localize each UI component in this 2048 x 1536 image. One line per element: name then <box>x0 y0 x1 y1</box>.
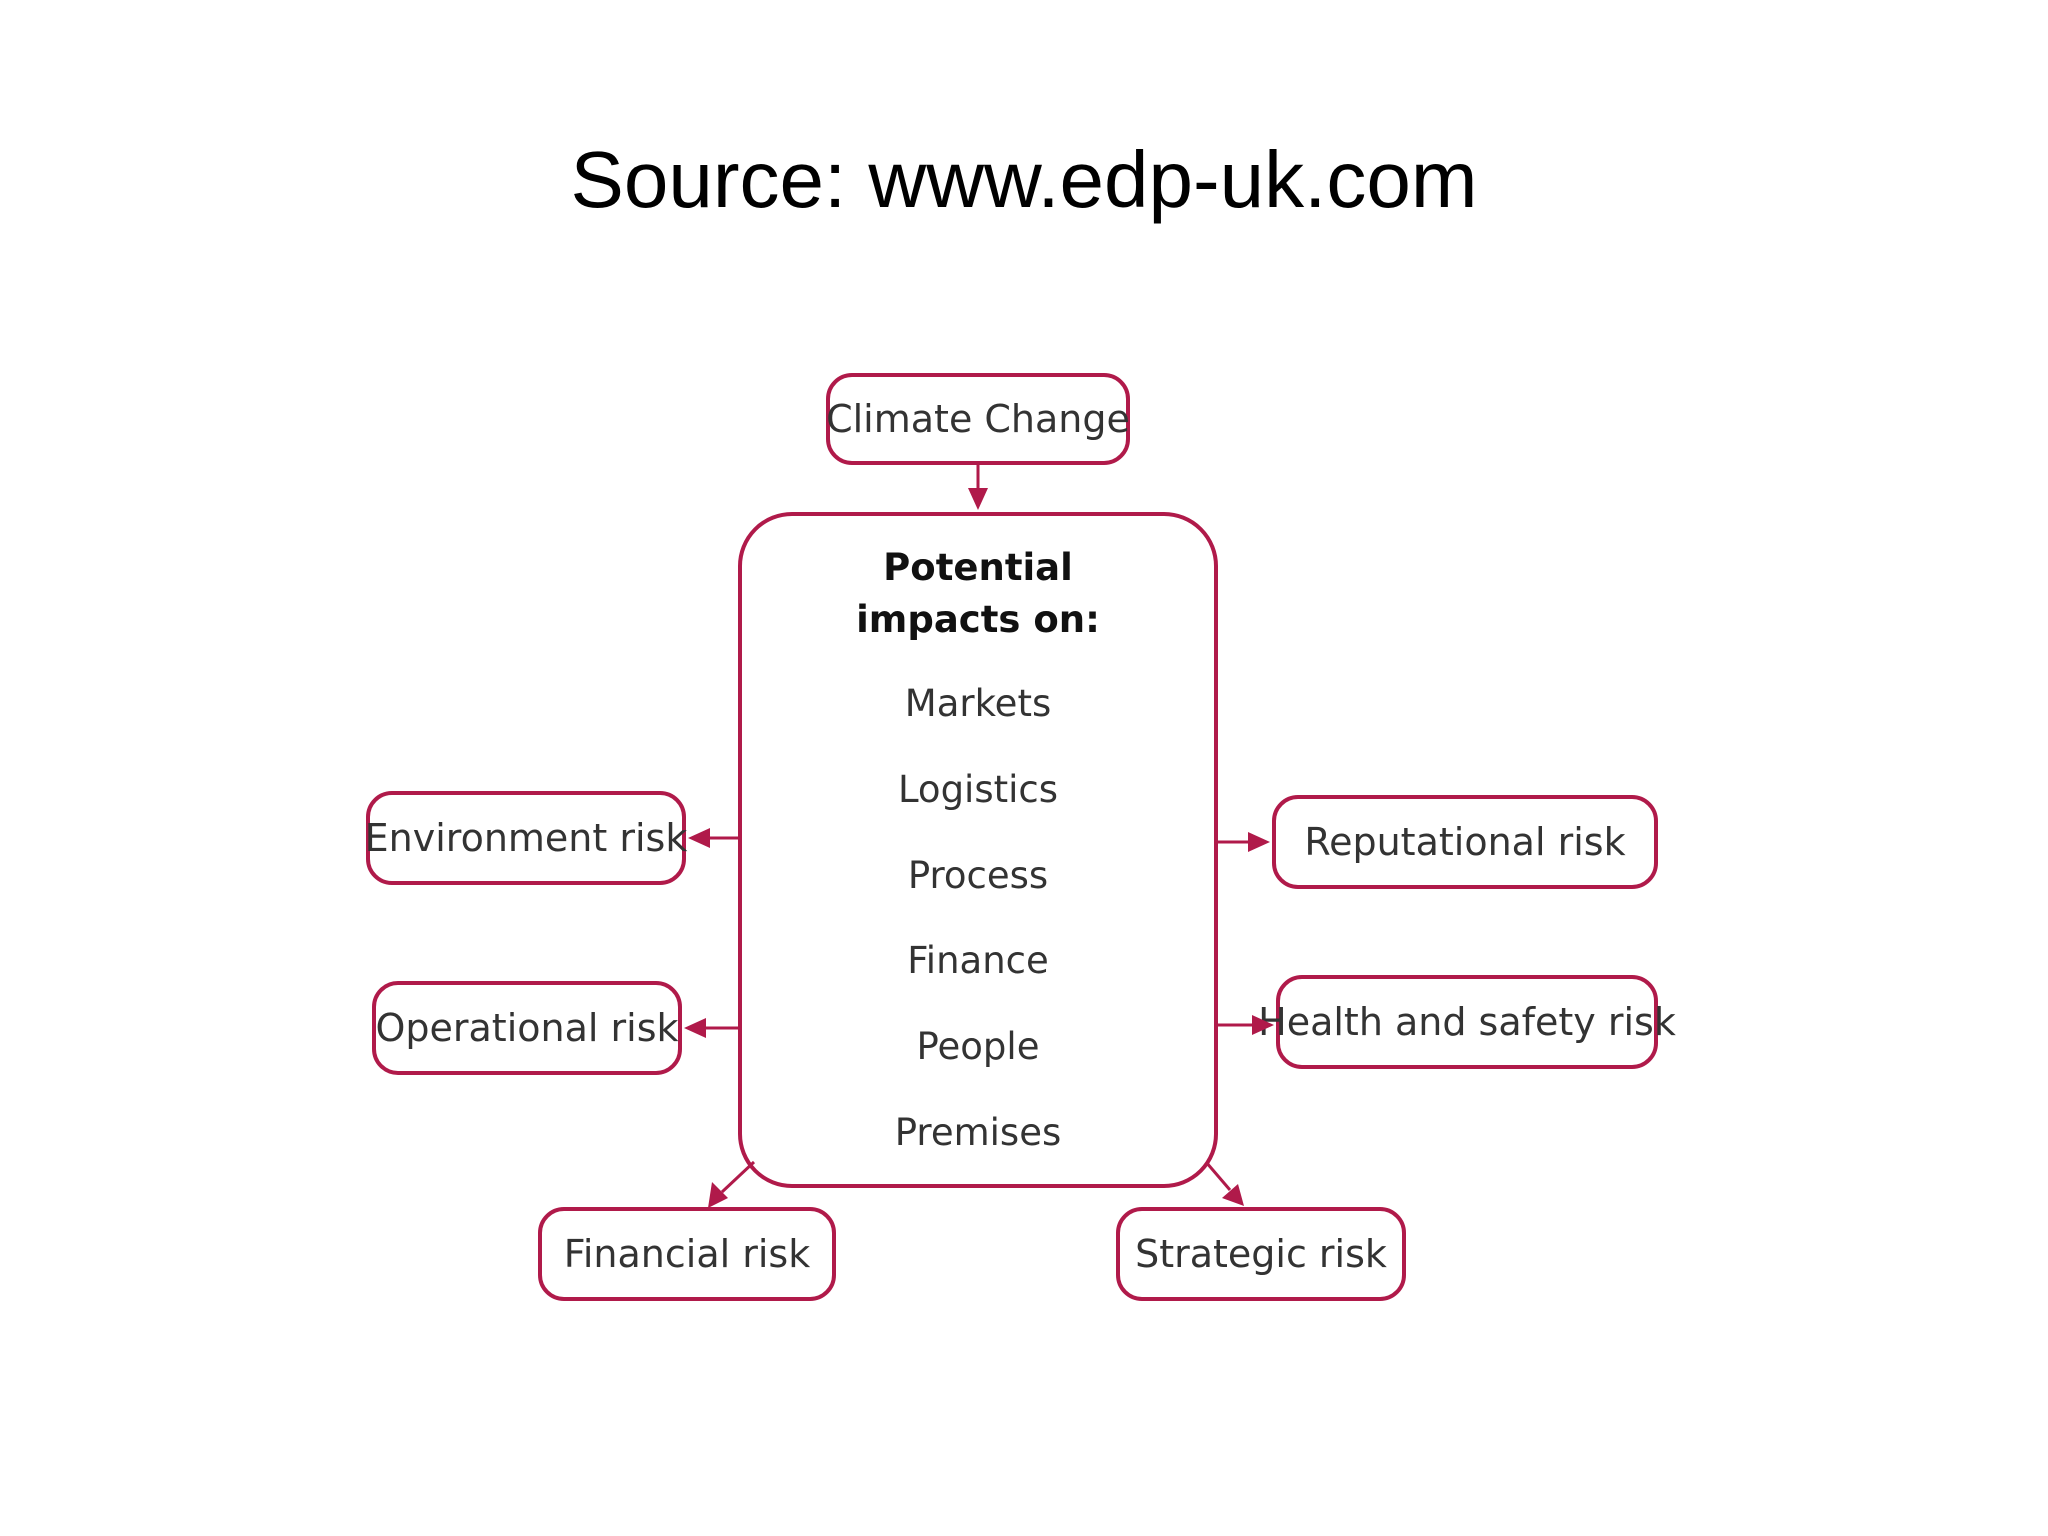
financial-risk-label: Financial risk <box>564 1232 810 1276</box>
climate-change-label: Climate Change <box>826 397 1130 441</box>
arrow-center-to-health-safety <box>1216 1015 1274 1035</box>
arrow-climate-to-center <box>968 463 988 510</box>
arrow-center-to-financial <box>708 1160 756 1208</box>
impacts-box: Potential impacts on: Markets Logistics … <box>738 512 1218 1188</box>
impact-item-process: Process <box>908 854 1048 897</box>
financial-risk-node: Financial risk <box>538 1207 836 1301</box>
strategic-risk-label: Strategic risk <box>1135 1232 1387 1276</box>
reputational-risk-label: Reputational risk <box>1304 820 1625 864</box>
impact-item-markets: Markets <box>905 682 1051 725</box>
climate-change-node: Climate Change <box>826 373 1130 465</box>
impacts-heading-line2: impacts on: <box>856 598 1100 641</box>
impacts-heading-line1: Potential <box>883 546 1073 589</box>
environment-risk-node: Environment risk <box>365 791 688 885</box>
arrow-center-to-environment <box>688 828 740 848</box>
environment-risk-label: Environment risk <box>365 816 688 860</box>
operational-risk-label: Operational risk <box>375 1006 678 1050</box>
arrow-center-to-operational <box>684 1018 740 1038</box>
impact-item-finance: Finance <box>907 939 1049 982</box>
health-safety-risk-node: Health and safety risk <box>1258 975 1676 1069</box>
arrow-center-to-reputational <box>1216 832 1270 852</box>
arrow-center-to-strategic <box>1204 1161 1244 1206</box>
slide-title: Source: www.edp-uk.com <box>570 135 1478 224</box>
impact-item-logistics: Logistics <box>898 768 1058 811</box>
health-safety-risk-label: Health and safety risk <box>1258 1000 1676 1044</box>
reputational-risk-node: Reputational risk <box>1272 795 1658 889</box>
impact-item-people: People <box>917 1025 1040 1068</box>
strategic-risk-node: Strategic risk <box>1116 1207 1406 1301</box>
operational-risk-node: Operational risk <box>372 981 682 1075</box>
impact-item-premises: Premises <box>895 1111 1061 1154</box>
